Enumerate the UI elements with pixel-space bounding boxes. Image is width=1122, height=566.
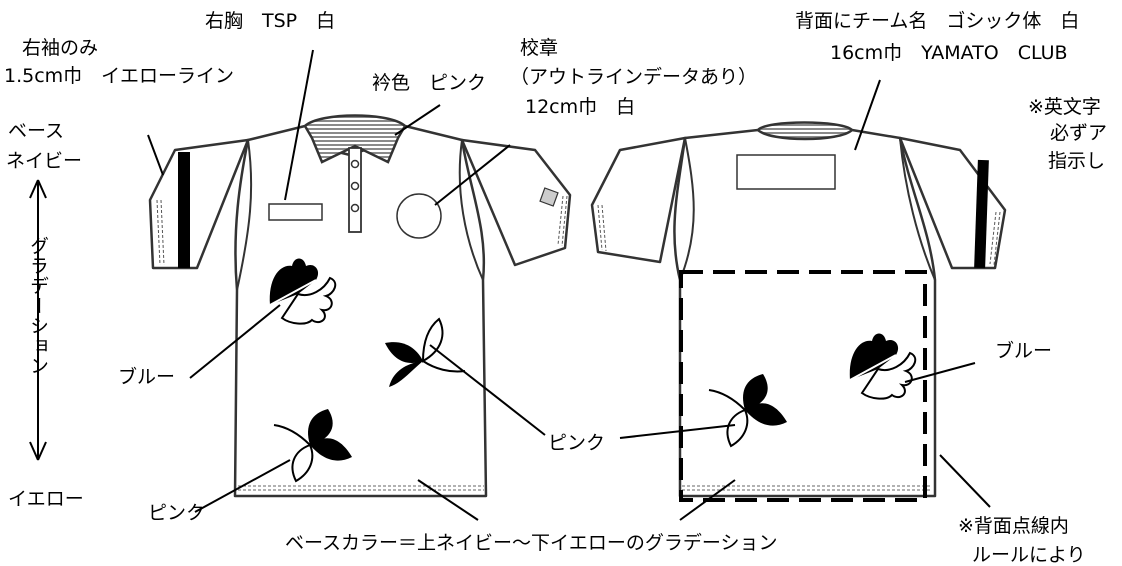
label-note-dotted-2: ルールにより: [972, 544, 1086, 566]
button-2: [350, 181, 360, 191]
label-note-letters-2: 必ずア: [1050, 122, 1108, 144]
leaf-icon: [708, 374, 787, 448]
oak-leaf-icon: [269, 258, 337, 325]
back-collar: [756, 121, 854, 141]
label-emblem-1: 校章: [520, 37, 559, 59]
sleeve-line-back: [974, 159, 989, 269]
label-yellow-bottom: イエロー: [8, 488, 84, 510]
label-base-color: ベースカラー＝上ネイビー～下イエローのグラデーション: [285, 532, 778, 554]
callout-lines: [37, 49, 991, 521]
leaf-icon: [385, 317, 466, 387]
emblem-circle: [396, 193, 442, 239]
arrow-up-icon: [29, 179, 47, 199]
back-left-sleeve: [590, 136, 687, 264]
label-right-sleeve-1: 右袖のみ: [22, 37, 99, 59]
label-right-sleeve-2: 1.5cm巾 イエローライン: [4, 65, 234, 87]
arrow-down-icon: [29, 441, 47, 461]
right-chest-name-box: [268, 203, 323, 221]
label-right-chest: 右胸 TSP 白: [205, 10, 336, 32]
sleeve-line-front: [178, 152, 190, 268]
back-dotted-area: [679, 270, 927, 502]
button-3: [350, 203, 360, 213]
back-team-name-box: [736, 154, 836, 190]
front-left-sleeve: [148, 138, 250, 270]
label-back-team-1: 背面にチーム名 ゴシック体 白: [795, 10, 1080, 32]
label-note-letters-1: ※英文字: [1028, 96, 1101, 118]
label-gradation-vertical: グラデーション: [27, 236, 49, 376]
label-blue-back: ブルー: [995, 340, 1053, 362]
label-emblem-3: 12cm巾 白: [525, 96, 636, 118]
label-pink-front-right: ピンク: [548, 432, 606, 454]
label-collar: 衿色 ピンク: [372, 72, 487, 94]
label-note-letters-3: 指示し: [1048, 150, 1106, 172]
label-base-1: ベース: [8, 120, 65, 142]
label-back-team-2: 16cm巾 YAMATO CLUB: [830, 42, 1068, 64]
label-note-dotted-1: ※背面点線内: [958, 515, 1069, 537]
label-emblem-2: （アウトラインデータあり）: [510, 66, 758, 88]
label-base-2: ネイビー: [6, 150, 83, 172]
label-blue-front: ブルー: [118, 366, 176, 388]
front-right-sleeve: [460, 138, 572, 267]
button-1: [350, 159, 360, 169]
sleeve-tag: [539, 187, 559, 207]
oak-leaf-icon: [849, 333, 917, 400]
label-pink-front-bottom: ピンク: [148, 502, 206, 524]
leaf-icon: [273, 409, 352, 483]
